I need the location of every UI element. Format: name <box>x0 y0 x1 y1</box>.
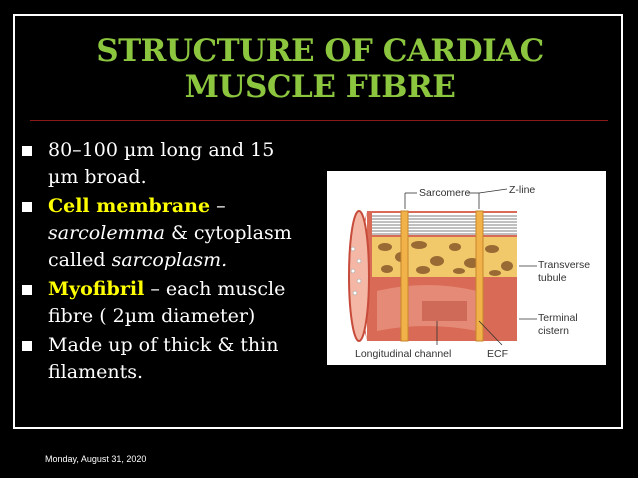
square-bullet-icon <box>22 202 32 212</box>
transverse-tubule <box>400 210 484 342</box>
italic-term: sarcolemma <box>48 222 165 244</box>
bullet-text: filaments. <box>48 361 143 383</box>
longitudinal-channel <box>377 285 477 331</box>
label-ecf: ECF <box>487 348 508 360</box>
bullet-list: 80–100 µm long and 15 µm broad. Cell mem… <box>22 137 322 388</box>
bullet-text: & cytoplasm <box>164 222 292 244</box>
title-divider <box>30 120 608 121</box>
title-line-1: STRUCTURE OF CARDIAC <box>96 33 544 69</box>
footer-date: Monday, August 31, 2020 <box>45 454 147 464</box>
slide-frame <box>13 14 623 429</box>
bullet-text: Made up of thick & thin <box>48 334 279 356</box>
bullet-item-myofibril: Myofibril – each muscle fibre ( 2µm diam… <box>22 276 322 330</box>
label-z-line: Z-line <box>509 184 535 196</box>
bullet-text: – <box>210 195 226 217</box>
square-bullet-icon <box>22 285 32 295</box>
bullet-text: called <box>48 249 112 271</box>
label-leaders <box>404 188 537 346</box>
bullet-text: µm broad. <box>48 166 147 188</box>
highlight-term: Myofibril <box>48 278 145 300</box>
slide-title: STRUCTURE OF CARDIAC MUSCLE FIBRE <box>30 33 610 105</box>
italic-term: sarcoplasm. <box>111 249 228 271</box>
square-bullet-icon <box>22 341 32 351</box>
mitochondria-dots <box>350 246 362 296</box>
cardiac-fibre-diagram: Sarcomere Z-line Transverse tubule Termi… <box>327 171 606 365</box>
bullet-text: fibre ( 2µm diameter) <box>48 305 256 327</box>
bullet-item-cell-membrane: Cell membrane – sarcolemma & cytoplasm c… <box>22 193 322 274</box>
bullet-text: 80–100 µm long and 15 <box>48 139 275 161</box>
bullet-text: – each muscle <box>144 278 286 300</box>
label-terminal-line1: Terminal <box>538 312 578 324</box>
bullet-item-size: 80–100 µm long and 15 µm broad. <box>22 137 322 191</box>
label-longitudinal-channel: Longitudinal channel <box>355 348 451 360</box>
sarcoplasmic-reticulum <box>372 237 517 277</box>
highlight-term: Cell membrane <box>48 195 211 217</box>
title-line-2: MUSCLE FIBRE <box>184 69 456 105</box>
square-bullet-icon <box>22 146 32 156</box>
label-transverse-line1: Transverse <box>538 259 590 271</box>
label-terminal-line2: cistern <box>538 325 569 337</box>
diagram-svg: Sarcomere Z-line Transverse tubule Termi… <box>348 184 590 360</box>
bullet-item-filaments: Made up of thick & thin filaments. <box>22 332 322 386</box>
fibre-cross-section <box>348 210 370 342</box>
label-sarcomere: Sarcomere <box>419 187 471 199</box>
myofibril-striations <box>372 213 517 235</box>
label-transverse-line2: tubule <box>538 272 567 284</box>
